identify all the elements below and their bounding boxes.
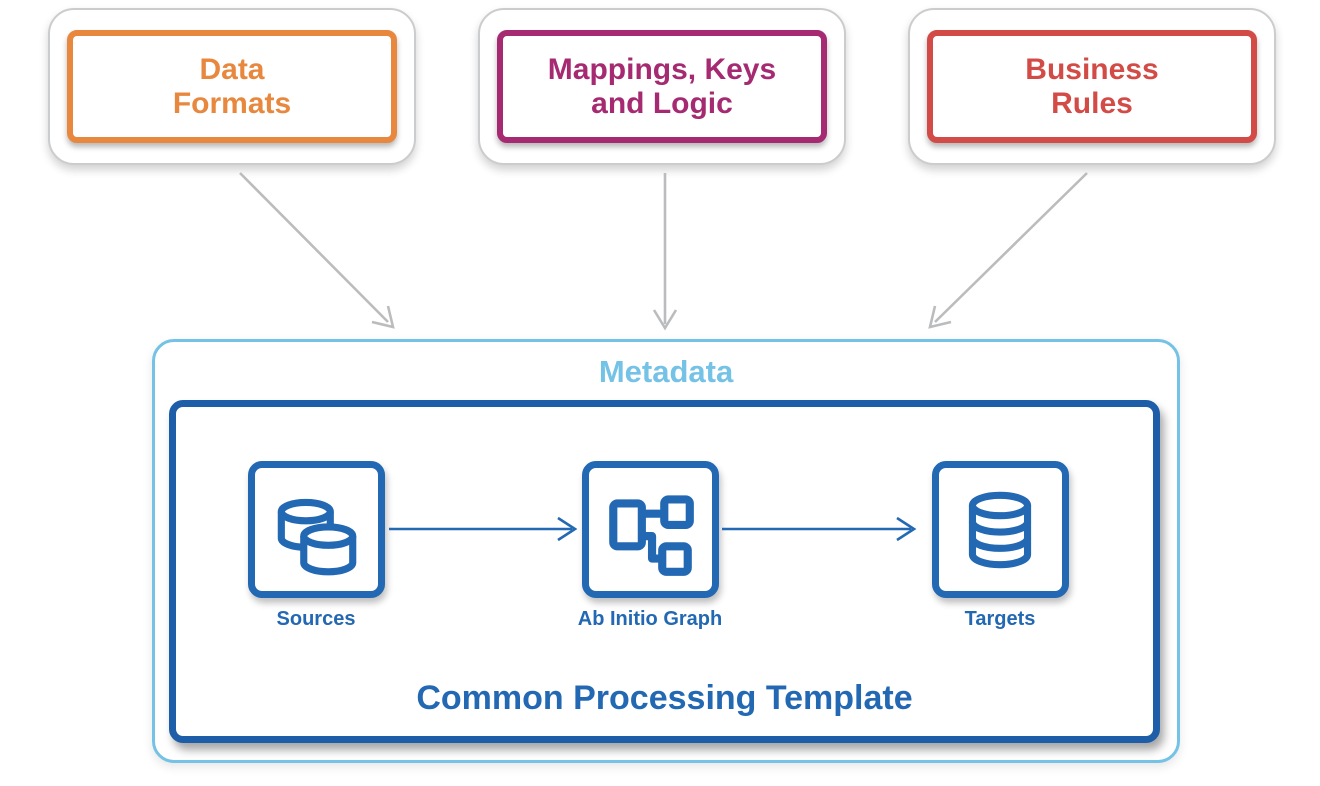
bubble-business-rules: Business Rules: [908, 8, 1276, 165]
arrow-business-rules-to-metadata: [928, 172, 1088, 329]
node-targets: Targets: [900, 461, 1100, 631]
box-data-formats-label: Data Formats: [172, 52, 292, 120]
common-processing-template-box: Sources Ab Initio Graph: [169, 400, 1160, 743]
database-stack-icon: [968, 491, 1032, 568]
arrow-mappings-to-metadata: [652, 173, 678, 331]
bubble-mappings-keys-logic: Mappings, Keys and Logic: [478, 8, 846, 165]
sources-icon-box: [247, 461, 385, 598]
targets-label: Targets: [964, 608, 1036, 630]
node-ab-initio-graph: Ab Initio Graph: [550, 461, 750, 631]
box-business-rules-label: Business Rules: [1025, 52, 1159, 120]
bubble-data-formats: Data Formats: [48, 8, 416, 165]
metadata-container: Metadata Sources: [152, 339, 1180, 763]
common-processing-template-title: Common Processing Template: [416, 679, 913, 717]
sources-label: Sources: [276, 608, 356, 630]
ab-initio-graph-icon-box: [581, 461, 719, 598]
overlapping-databases-icon: [277, 498, 357, 575]
node-sources: Sources: [216, 461, 416, 631]
box-mappings-keys-logic: Mappings, Keys and Logic: [497, 30, 827, 143]
targets-icon-box: [931, 461, 1069, 598]
box-mappings-keys-logic-label: Mappings, Keys and Logic: [547, 52, 777, 120]
box-data-formats: Data Formats: [67, 30, 397, 143]
box-business-rules: Business Rules: [927, 30, 1257, 143]
metadata-title: Metadata: [598, 354, 734, 389]
arrow-data-formats-to-metadata: [239, 172, 395, 329]
flow-graph-icon: [609, 494, 694, 576]
ab-initio-graph-label: Ab Initio Graph: [577, 608, 723, 630]
